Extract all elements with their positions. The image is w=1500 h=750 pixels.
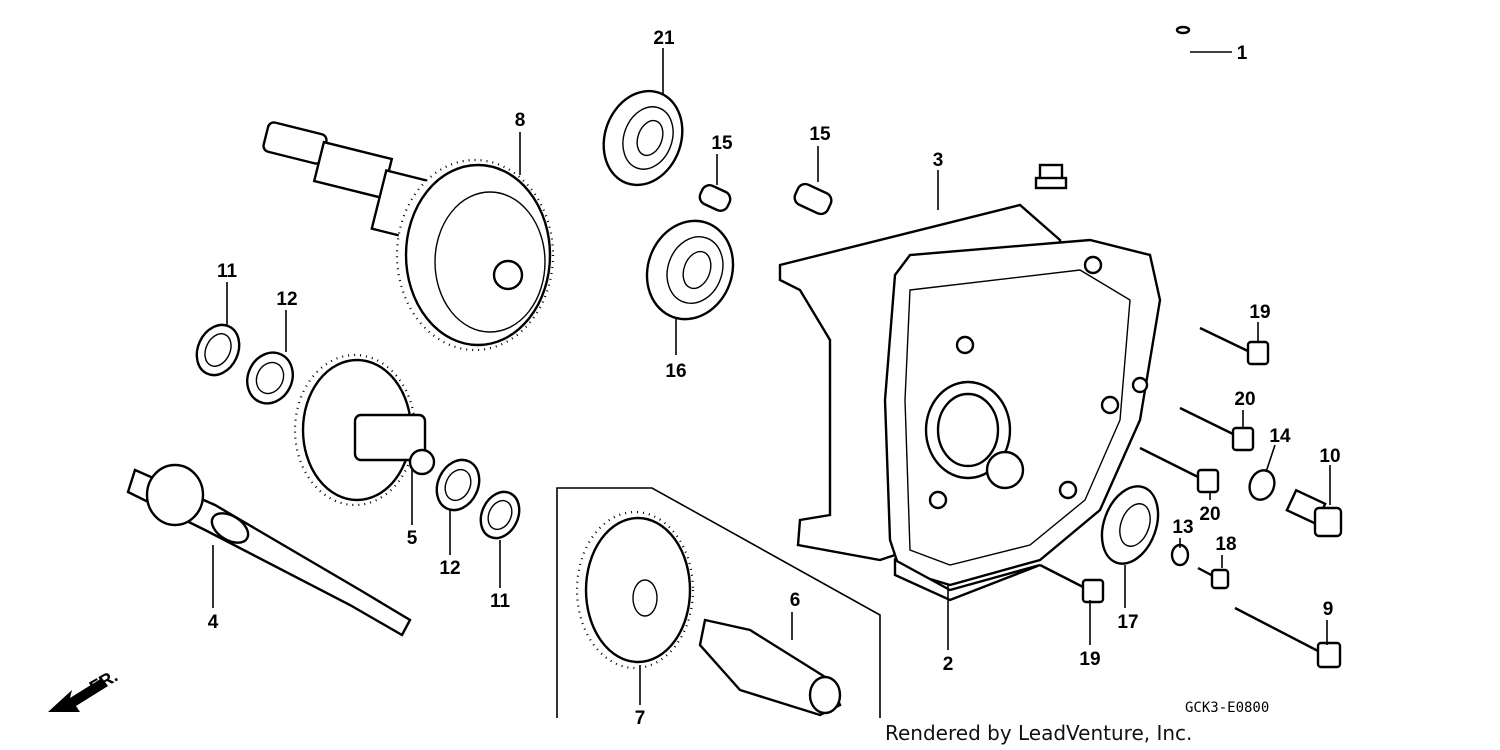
inset-frame (556, 487, 881, 718)
callout-7: 7 (635, 708, 646, 729)
callout-20-lower: 20 (1199, 504, 1220, 525)
callout-20-upper: 20 (1234, 389, 1255, 410)
callout-9: 9 (1323, 599, 1334, 620)
callout-6: 6 (790, 590, 801, 611)
final-shaft-gear (262, 121, 555, 352)
callout-18: 18 (1215, 534, 1236, 555)
callout-19-lower: 19 (1079, 649, 1100, 670)
callout-4: 4 (208, 612, 219, 633)
callout-11-right: 11 (490, 591, 511, 612)
dowel-pin-left (698, 184, 732, 212)
callout-1: 1 (1237, 43, 1248, 64)
callout-19-upper: 19 (1249, 302, 1270, 323)
bolt-9 (1234, 606, 1342, 669)
bolt-10 (1285, 488, 1343, 538)
bearing-21 (602, 89, 684, 187)
callout-15-left: 15 (711, 133, 733, 154)
washer-11-left (195, 323, 241, 377)
front-arrow: FR. (48, 666, 121, 712)
callout-15-right: 15 (809, 124, 831, 145)
callout-21: 21 (653, 28, 675, 49)
callout-16: 16 (665, 361, 686, 382)
idle-gear-7 (575, 510, 695, 670)
bolt-20-upper (1179, 406, 1255, 452)
dowel-pin-right (793, 182, 833, 216)
callout-8: 8 (515, 110, 526, 131)
credit-text: Rendered by LeadVenture, Inc. (885, 721, 1192, 745)
bolt-19-lower (1039, 563, 1105, 604)
bearing-16 (645, 219, 735, 321)
washer-11-right (479, 490, 521, 540)
callout-10: 10 (1319, 446, 1340, 467)
washer-12-left (246, 351, 294, 405)
callout-3: 3 (933, 150, 944, 171)
idle-shaft-6 (698, 618, 842, 717)
bolt-20-lower (1139, 446, 1220, 494)
breather-tube (1034, 25, 1191, 190)
bolt-18 (1197, 566, 1230, 590)
callout-12-right: 12 (439, 558, 460, 579)
callouts: 1 2 3 4 5 6 7 8 9 10 11 11 12 12 13 14 1… (208, 28, 1341, 729)
callout-14: 14 (1269, 426, 1291, 447)
countershaft-gear (293, 353, 436, 507)
leader-lines (212, 48, 1331, 705)
callout-17: 17 (1117, 612, 1138, 633)
washer-14 (1248, 469, 1276, 501)
oil-seal-17 (1100, 485, 1160, 565)
drive-shaft (126, 463, 412, 637)
washer-12-right (435, 458, 481, 512)
callout-11-left: 11 (217, 261, 238, 282)
callout-5: 5 (407, 528, 418, 549)
callout-12-left: 12 (276, 289, 297, 310)
diagram-code: GCK3-E0800 (1185, 700, 1269, 716)
case-cover (883, 238, 1162, 602)
callout-13: 13 (1172, 517, 1193, 538)
callout-2: 2 (943, 654, 954, 675)
